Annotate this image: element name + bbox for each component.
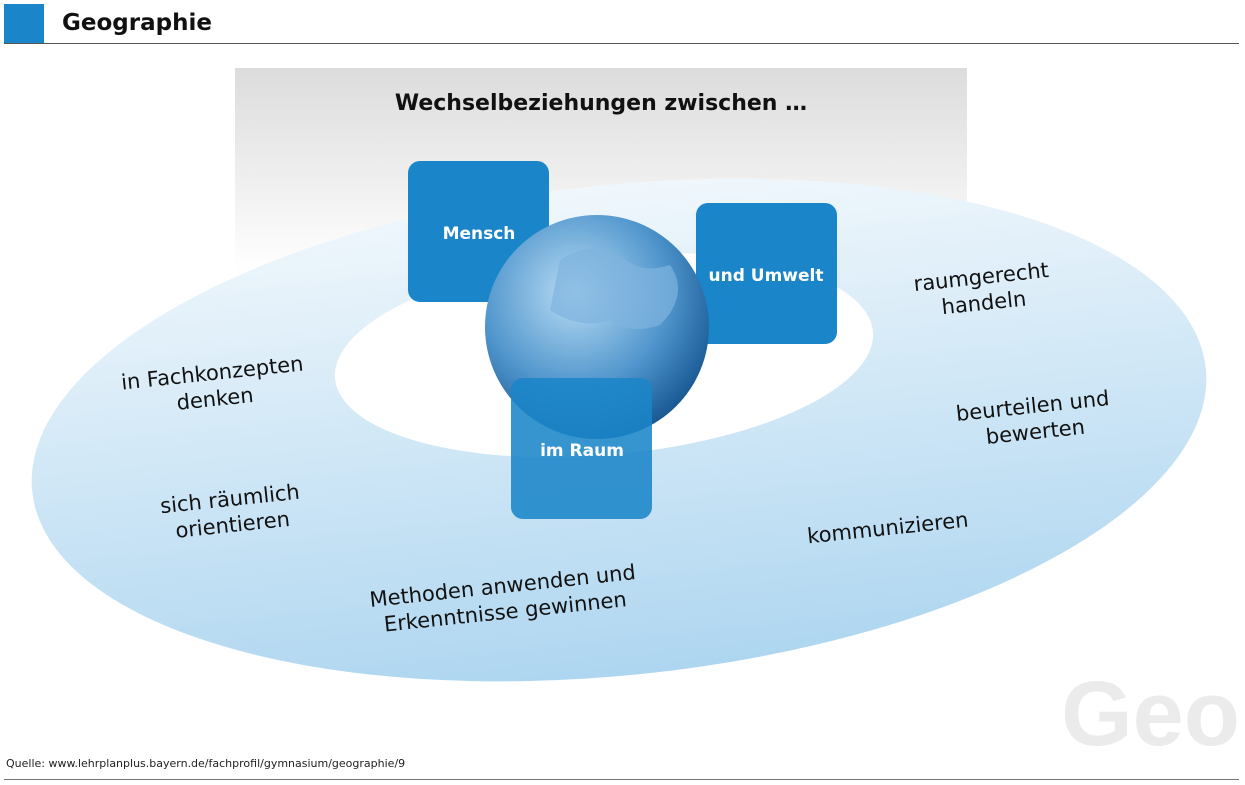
box-mensch-label: Mensch [443, 224, 516, 244]
globe-land [550, 248, 678, 329]
header-divider [4, 43, 1239, 44]
box-raum [511, 378, 652, 519]
box-umwelt [696, 203, 837, 344]
footer-divider [4, 779, 1239, 780]
source-note: Quelle: www.lehrplanplus.bayern.de/fachp… [6, 757, 406, 770]
header-logo-square [4, 4, 44, 44]
watermark: Geo [1061, 663, 1240, 765]
box-umwelt-label: und Umwelt [709, 266, 824, 286]
diagram-heading: Wechselbeziehungen zwischen … [395, 91, 807, 116]
box-raum-label: im Raum [540, 441, 624, 461]
page-title: Geographie [62, 10, 212, 36]
